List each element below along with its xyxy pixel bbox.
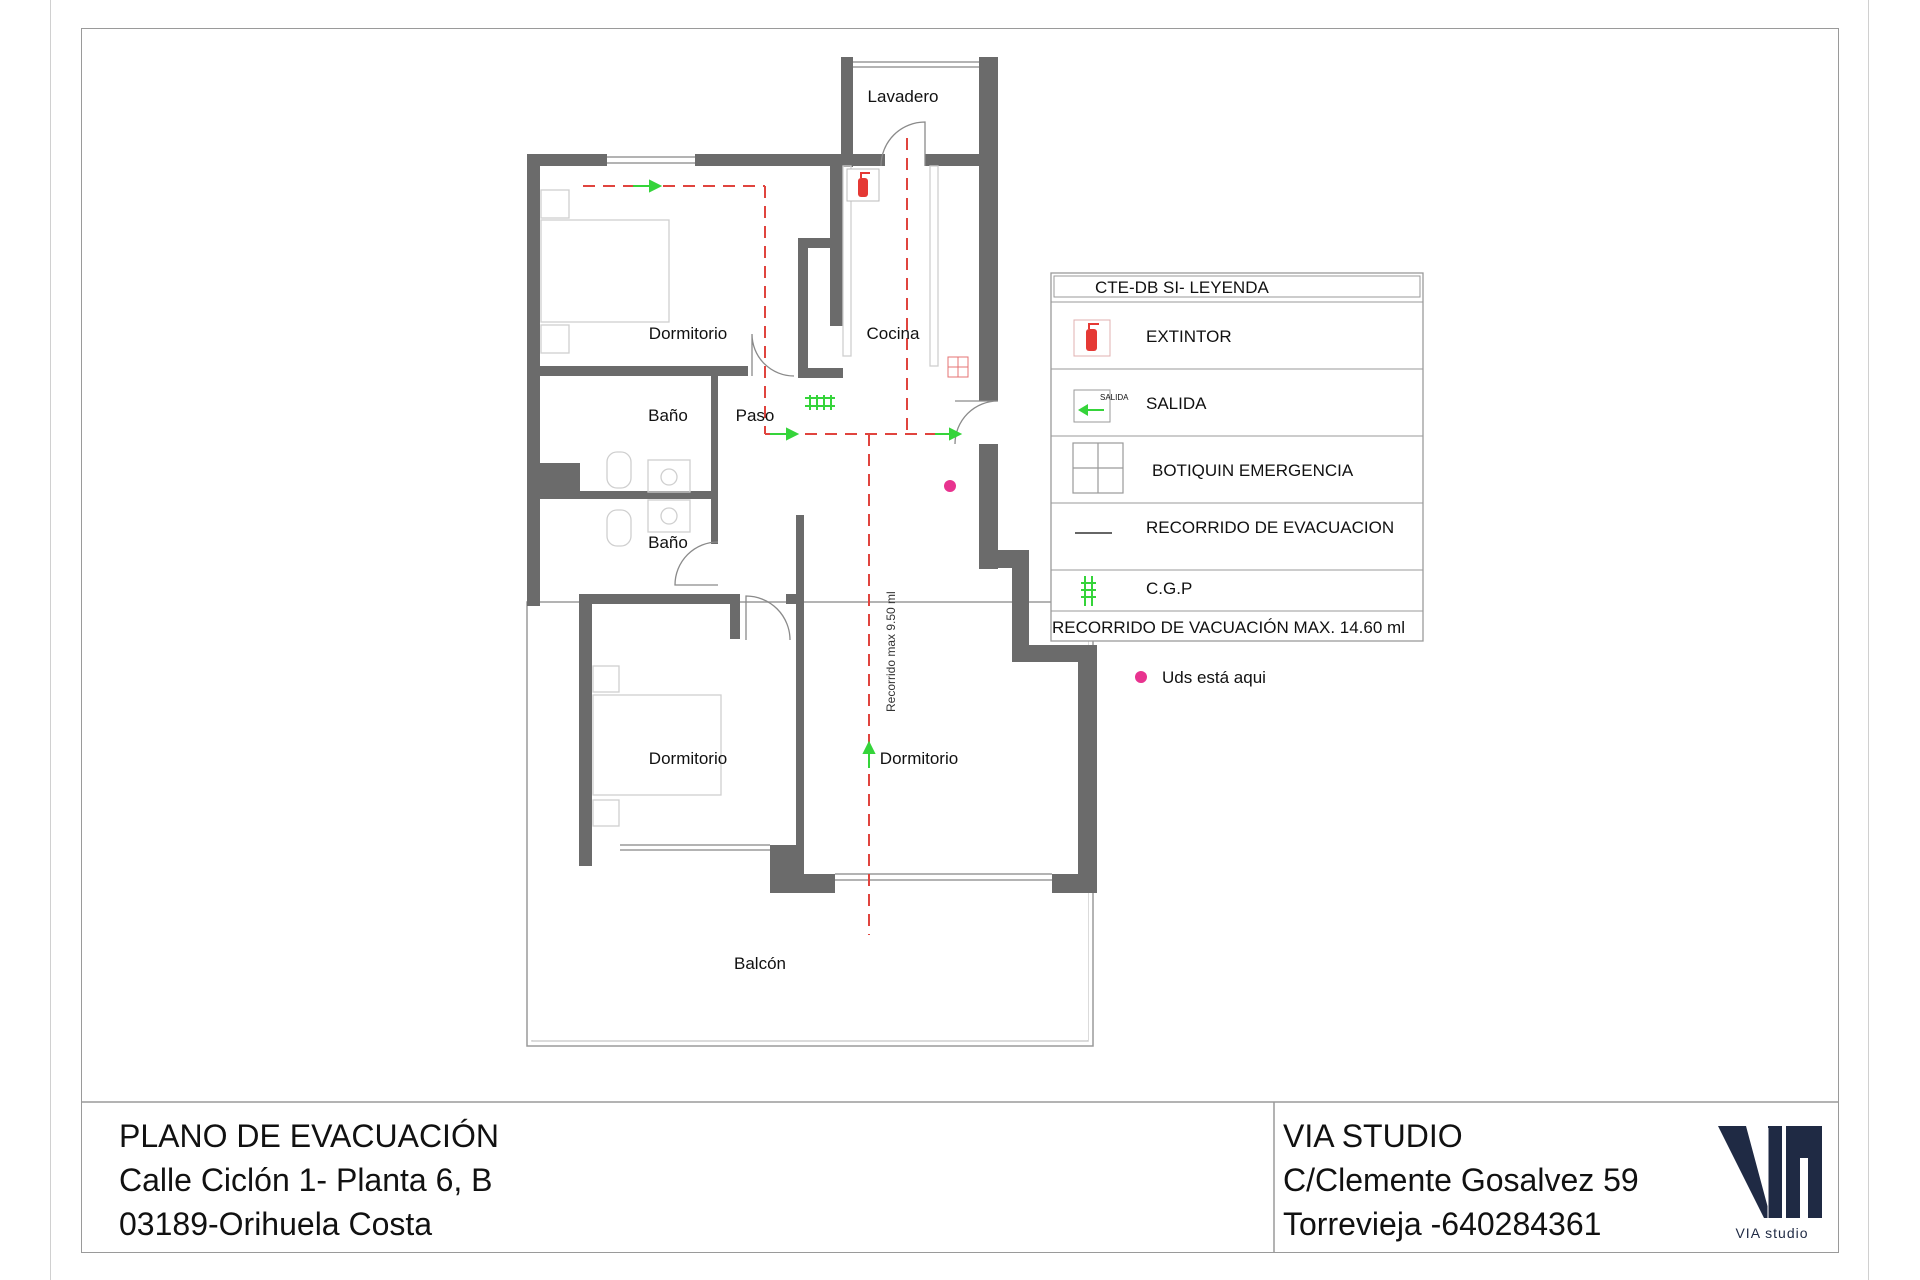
page-edge-left bbox=[50, 0, 51, 1280]
title-block-project: PLANO DE EVACUACIÓN Calle Ciclón 1- Plan… bbox=[119, 1114, 499, 1246]
you-are-here-marker bbox=[944, 480, 956, 492]
room-label-balcon: Balcón bbox=[734, 954, 786, 973]
room-label-lavadero: Lavadero bbox=[868, 87, 939, 106]
project-address: Calle Ciclón 1- Planta 6, B bbox=[119, 1162, 493, 1198]
room-label-bano-1: Baño bbox=[648, 406, 688, 425]
exit-arrows bbox=[633, 179, 963, 768]
evacuation-route bbox=[583, 138, 960, 935]
route-distance-label: Recorrido max 9.50 ml bbox=[884, 591, 898, 712]
legend-exit-arrow-icon: SALIDA bbox=[1073, 389, 1129, 423]
exit-arrow-icon bbox=[633, 179, 663, 193]
legend-first-aid-kit-icon bbox=[1072, 442, 1124, 494]
furniture bbox=[540, 165, 939, 827]
logo-text: VIA studio bbox=[1735, 1225, 1808, 1241]
project-postcode-city: 03189-Orihuela Costa bbox=[119, 1206, 433, 1242]
legend-label-recorrido: RECORRIDO DE EVACUACION bbox=[1146, 518, 1394, 537]
first-aid-kit-icon bbox=[947, 356, 969, 378]
exit-arrow-icon bbox=[770, 427, 800, 441]
legend-label-salida: SALIDA bbox=[1146, 394, 1207, 413]
exit-arrow-icon bbox=[862, 740, 876, 768]
room-label-cocina: Cocina bbox=[867, 324, 920, 343]
legend-footer: RECORRIDO DE VACUACIÓN MAX. 14.60 ml bbox=[1052, 618, 1405, 637]
balcony-floor bbox=[531, 606, 1088, 1040]
plan-title: PLANO DE EVACUACIÓN bbox=[119, 1118, 499, 1154]
room-label-dormitorio-2: Dormitorio bbox=[649, 749, 727, 768]
legend-label-botiquin: BOTIQUIN EMERGENCIA bbox=[1152, 461, 1354, 480]
legend-extinguisher-icon bbox=[1073, 319, 1111, 357]
title-block: PLANO DE EVACUACIÓN Calle Ciclón 1- Plan… bbox=[81, 1100, 1839, 1253]
legend: CTE-DB SI- LEYENDA EXTINTOR SALIDA SALID… bbox=[1050, 272, 1424, 642]
room-label-dormitorio-3: Dormitorio bbox=[880, 749, 958, 768]
page-edge-right bbox=[1868, 0, 1869, 1280]
legend-title: CTE-DB SI- LEYENDA bbox=[1095, 278, 1269, 297]
legend-label-extintor: EXTINTOR bbox=[1146, 327, 1232, 346]
legend-cgp-panel-icon bbox=[1081, 576, 1096, 606]
via-studio-logo: VIA studio bbox=[1716, 1118, 1828, 1242]
cgp-panel-icon bbox=[805, 395, 835, 410]
studio-name: VIA STUDIO bbox=[1283, 1118, 1463, 1154]
room-label-dormitorio-1: Dormitorio bbox=[649, 324, 727, 343]
exit-arrow-icon bbox=[935, 427, 963, 441]
studio-city-phone: Torrevieja -640284361 bbox=[1283, 1206, 1602, 1242]
walls bbox=[527, 57, 1097, 893]
legend-you-are-here-marker bbox=[1135, 671, 1147, 683]
room-label-paso: Paso bbox=[736, 406, 775, 425]
windows bbox=[607, 61, 1052, 881]
legend-exit-icon-text: SALIDA bbox=[1100, 393, 1129, 402]
legend-label-cgp: C.G.P bbox=[1146, 579, 1192, 598]
title-block-studio: VIA STUDIO C/Clemente Gosalvez 59 Torrev… bbox=[1283, 1114, 1639, 1246]
legend-you-are-here-label: Uds está aqui bbox=[1162, 668, 1266, 687]
plan-sheet-frame bbox=[81, 28, 1839, 1253]
fire-extinguisher-icon bbox=[846, 168, 880, 202]
studio-address: C/Clemente Gosalvez 59 bbox=[1283, 1162, 1639, 1198]
room-label-bano-2: Baño bbox=[648, 533, 688, 552]
